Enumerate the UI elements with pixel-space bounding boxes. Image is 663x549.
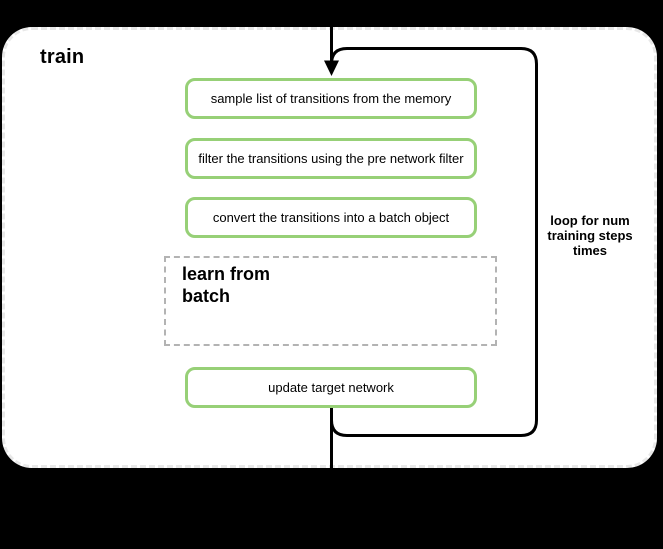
- subprocess-learn-from-batch: learn from batch: [164, 256, 497, 346]
- step-filter-transitions: filter the transitions using the pre net…: [185, 138, 477, 179]
- loop-annotation: loop for num training steps times: [547, 213, 633, 258]
- diagram-title: train: [40, 46, 85, 68]
- step-convert-batch: convert the transitions into a batch obj…: [185, 197, 477, 238]
- step-update-target-network: update target network: [185, 367, 477, 408]
- step-sample-transitions: sample list of transitions from the memo…: [185, 78, 477, 119]
